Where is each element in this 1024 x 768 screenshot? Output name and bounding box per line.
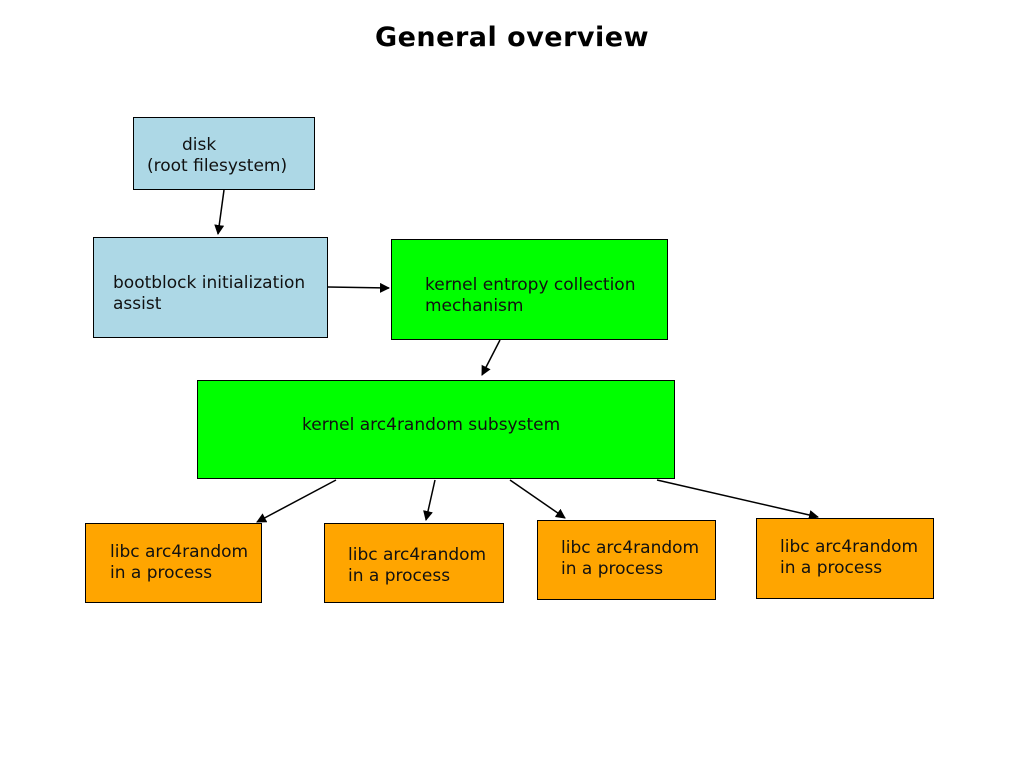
node-libc-1-line2: in a process — [110, 563, 213, 583]
node-libc-3-line1: libc arc4random — [561, 538, 700, 558]
arrow-arc4-to-libc-2 — [423, 479, 436, 521]
node-libc-2: libc arc4random in a process — [324, 523, 504, 603]
node-arc4random-subsystem-line1: kernel arc4random subsystem — [302, 415, 561, 435]
node-entropy-line1: kernel entropy collection — [425, 275, 636, 295]
node-bootblock-line1: bootblock initialization — [113, 273, 306, 293]
arrow-entropy-to-arc4 — [481, 339, 501, 376]
arrow-arc4-to-libc-4 — [656, 479, 819, 520]
node-libc-4-line2: in a process — [780, 558, 883, 578]
node-libc-2-line1: libc arc4random — [348, 545, 487, 565]
node-libc-2-line2: in a process — [348, 566, 451, 586]
arrow-disk-to-bootblock — [214, 189, 225, 235]
node-libc-4-line1: libc arc4random — [780, 537, 919, 557]
node-bootblock: bootblock initialization assist — [93, 237, 328, 338]
node-disk-line2: (root filesystem) — [147, 156, 288, 176]
arrow-arc4-to-libc-1 — [256, 479, 337, 523]
diagram-title: General overview — [374, 22, 650, 53]
arrow-arc4-to-libc-3 — [509, 479, 566, 519]
node-arc4random-subsystem: kernel arc4random subsystem — [197, 380, 675, 479]
node-libc-1-line1: libc arc4random — [110, 542, 249, 562]
node-bootblock-line2: assist — [113, 294, 162, 314]
node-libc-3-line2: in a process — [561, 559, 664, 579]
arrow-bootblock-to-entropy — [327, 282, 390, 293]
node-libc-3: libc arc4random in a process — [537, 520, 716, 600]
node-disk: disk (root filesystem) — [133, 117, 315, 190]
node-libc-4: libc arc4random in a process — [756, 518, 934, 599]
node-libc-1: libc arc4random in a process — [85, 523, 262, 603]
node-disk-line1: disk — [182, 135, 217, 155]
node-entropy-line2: mechanism — [425, 296, 524, 316]
node-entropy: kernel entropy collection mechanism — [391, 239, 668, 340]
